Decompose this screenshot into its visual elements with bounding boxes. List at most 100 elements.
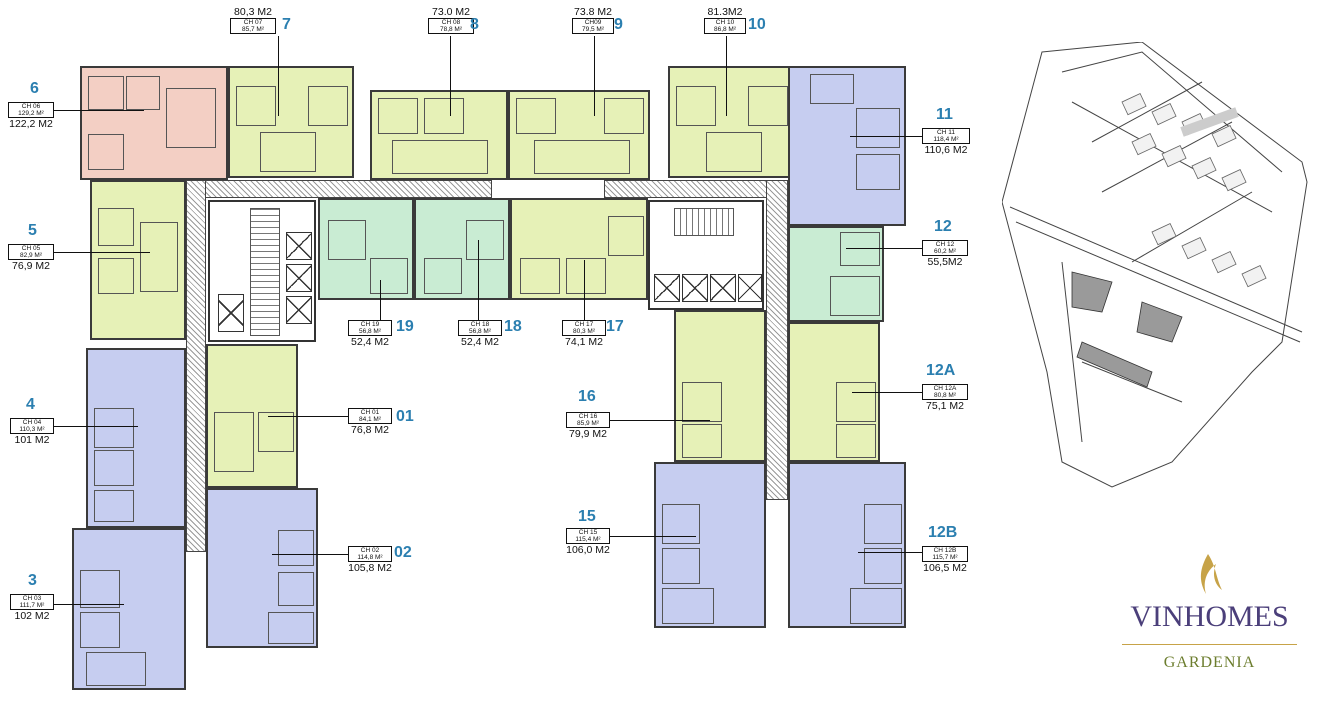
apartment-3[interactable] bbox=[72, 528, 186, 690]
stair-lift-core-right bbox=[648, 200, 764, 310]
vinhomes-gardenia-logo: VINHOMES GARDENIA bbox=[1112, 550, 1307, 680]
apartment-15[interactable] bbox=[654, 462, 766, 628]
inner-area: 56,8 M² bbox=[468, 328, 492, 335]
inner-area: 111,7 M² bbox=[19, 602, 45, 609]
room bbox=[830, 276, 880, 316]
apartment-12a[interactable] bbox=[788, 322, 880, 462]
room bbox=[424, 258, 462, 294]
code-text: CH 12B bbox=[933, 547, 957, 554]
apartment-02[interactable] bbox=[206, 488, 318, 648]
leader-line bbox=[726, 36, 727, 116]
leader-line bbox=[54, 252, 150, 253]
elevator-shaft-icon bbox=[682, 274, 708, 302]
unit-area: 80,3 M2 bbox=[234, 6, 272, 18]
room bbox=[258, 412, 294, 452]
unit-area: 52,4 M2 bbox=[461, 336, 499, 348]
unit-number-15: 15 bbox=[578, 508, 596, 525]
unit-area: 79,9 M2 bbox=[569, 428, 607, 440]
room bbox=[140, 222, 178, 292]
apartment-11[interactable] bbox=[788, 66, 906, 226]
room bbox=[88, 76, 124, 110]
room bbox=[566, 258, 606, 294]
room bbox=[662, 504, 700, 544]
unit-number-6: 6 bbox=[30, 80, 39, 97]
unit-area: 52,4 M2 bbox=[351, 336, 389, 348]
room bbox=[864, 548, 902, 584]
unit-number-12a: 12A bbox=[926, 362, 956, 379]
code-text: CH 06 bbox=[21, 103, 41, 110]
apartment-12b[interactable] bbox=[788, 462, 906, 628]
inner-area: 84,1 M² bbox=[358, 416, 382, 423]
site-master-plan bbox=[1002, 42, 1308, 488]
room bbox=[604, 98, 644, 134]
room bbox=[748, 86, 788, 126]
leader-line bbox=[268, 416, 348, 417]
apartment-4[interactable] bbox=[86, 348, 186, 528]
corridor-top-right bbox=[604, 180, 788, 198]
room bbox=[662, 548, 700, 584]
unit-number-7: 7 bbox=[282, 16, 291, 33]
stair-lift-core bbox=[208, 200, 316, 342]
apartment-9[interactable] bbox=[508, 90, 650, 180]
code-text: CH 19 bbox=[360, 321, 380, 328]
code-text: CH 12 bbox=[935, 241, 955, 248]
room bbox=[466, 220, 504, 260]
inner-area: 80,3 M² bbox=[572, 328, 596, 335]
unit-number-16: 16 bbox=[578, 388, 596, 405]
unit-area: 74,1 M2 bbox=[565, 336, 603, 348]
logo-brand-text: VINHOMES bbox=[1130, 600, 1289, 633]
apartment-18[interactable] bbox=[414, 198, 510, 300]
room bbox=[236, 86, 276, 126]
unit-number-3: 3 bbox=[28, 572, 37, 589]
apartment-8[interactable] bbox=[370, 90, 508, 180]
unit-area: 106,0 M2 bbox=[566, 544, 610, 556]
elevator-shaft-icon bbox=[286, 264, 312, 292]
unit-number-12b: 12B bbox=[928, 524, 958, 541]
apartment-6[interactable] bbox=[80, 66, 228, 180]
apartment-19[interactable] bbox=[318, 198, 414, 300]
leader-line bbox=[584, 260, 585, 320]
code-text: CH 05 bbox=[21, 245, 41, 252]
room bbox=[80, 612, 120, 648]
unit-number-11: 11 bbox=[936, 106, 953, 123]
room bbox=[370, 258, 408, 294]
leader-line bbox=[850, 136, 922, 137]
room bbox=[840, 232, 880, 266]
code-text: CH 08 bbox=[441, 19, 461, 26]
room bbox=[328, 220, 366, 260]
room bbox=[80, 570, 120, 608]
unit-number-19: 19 bbox=[396, 318, 414, 335]
leader-line bbox=[54, 604, 124, 605]
inner-area: 56,8 M² bbox=[358, 328, 382, 335]
apartment-10[interactable] bbox=[668, 66, 794, 178]
inner-area: 80,8 M² bbox=[933, 392, 957, 399]
unit-area: 76,9 M2 bbox=[12, 260, 50, 272]
code-text: CH 04 bbox=[22, 419, 42, 426]
room bbox=[520, 258, 560, 294]
room bbox=[268, 612, 314, 644]
apartment-12[interactable] bbox=[788, 226, 884, 322]
room bbox=[676, 86, 716, 126]
room bbox=[214, 412, 254, 472]
logo-divider bbox=[1122, 644, 1297, 645]
apartment-17[interactable] bbox=[510, 198, 648, 300]
unit-number-4: 4 bbox=[26, 396, 35, 413]
apartment-7[interactable] bbox=[228, 66, 354, 178]
stairwell bbox=[674, 208, 734, 236]
leader-line bbox=[54, 426, 138, 427]
apartment-16[interactable] bbox=[674, 310, 766, 462]
code-text: CH 18 bbox=[470, 321, 490, 328]
unit-area: 105,8 M2 bbox=[348, 562, 392, 574]
apartment-5[interactable] bbox=[90, 180, 186, 340]
